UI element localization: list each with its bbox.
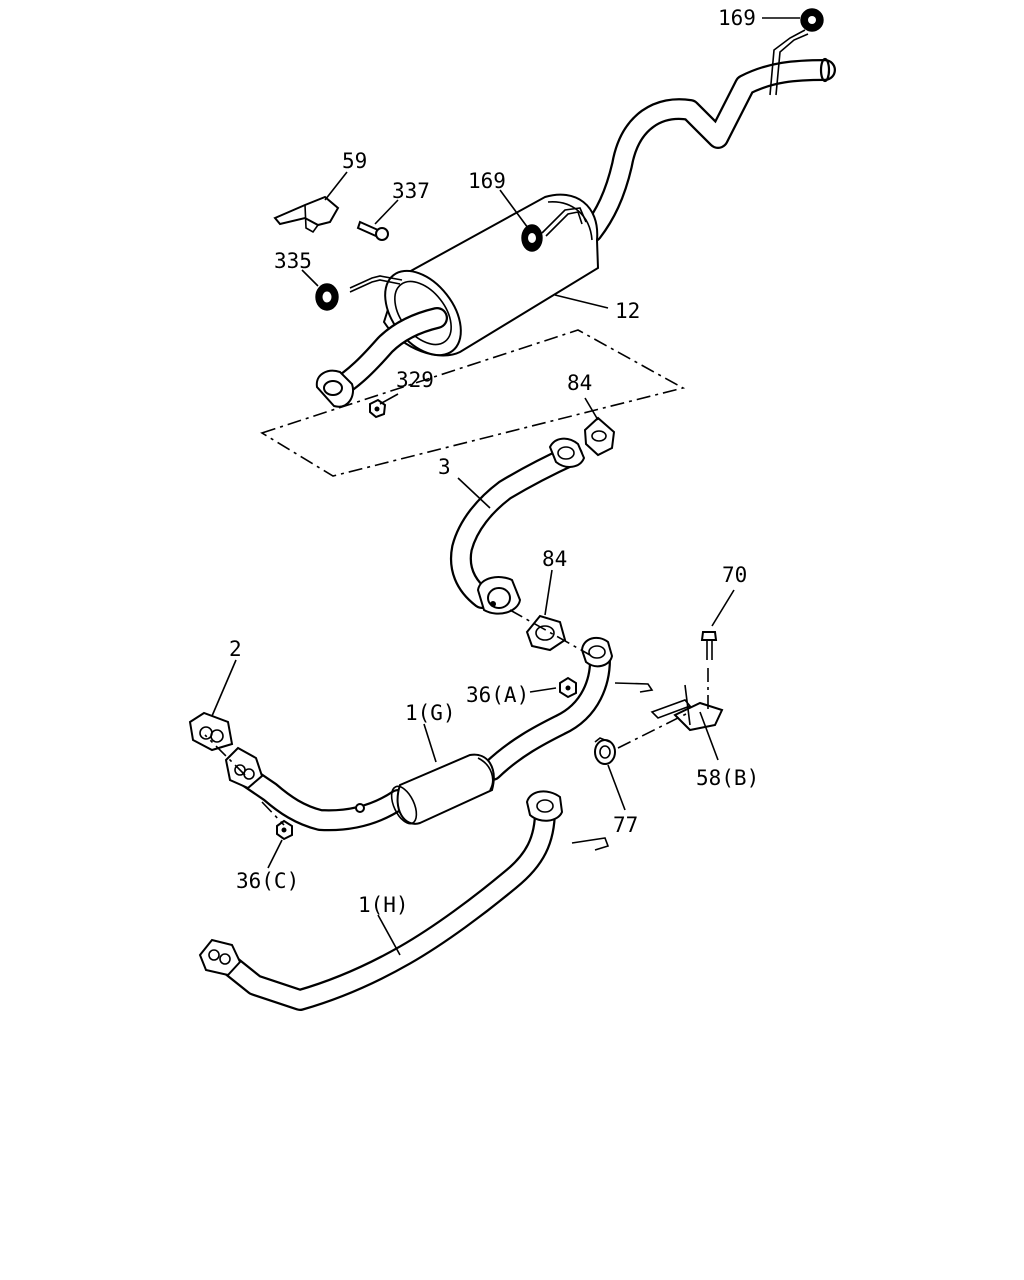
nut-36a — [559, 676, 577, 699]
guide-line-gasket-2 — [204, 734, 246, 776]
leader-lines — [211, 17, 800, 956]
callout-12: 12 — [615, 299, 640, 323]
callout-337: 337 — [392, 179, 430, 203]
front-pipe-1h — [198, 790, 610, 1011]
callout-58b: 58(B) — [696, 766, 759, 790]
tail-pipe — [581, 29, 836, 243]
bolt-70 — [700, 631, 718, 660]
callout-70: 70 — [722, 563, 747, 587]
gasket-2 — [188, 711, 234, 752]
callout-335: 335 — [274, 249, 312, 273]
callout-3: 3 — [438, 455, 451, 479]
callout-77: 77 — [613, 813, 638, 837]
callout-2: 2 — [229, 637, 242, 661]
callout-84-top: 84 — [567, 371, 592, 395]
bolt-337 — [356, 220, 389, 241]
pipe-3 — [450, 437, 586, 615]
nut-329 — [369, 398, 387, 419]
rubber-mount-169-mid — [521, 224, 543, 252]
callout-36a: 36(A) — [466, 683, 529, 707]
front-pipe-1g — [224, 636, 654, 832]
rubber-mount-77 — [594, 737, 616, 765]
guide-line-nut-36c — [261, 801, 285, 826]
callout-59: 59 — [342, 149, 367, 173]
guide-line-mount-77 — [617, 711, 691, 749]
gasket-84-top — [583, 416, 616, 457]
callout-169-mid: 169 — [468, 169, 506, 193]
bracket-59 — [273, 195, 340, 234]
callout-169-top: 169 — [718, 6, 756, 30]
rubber-mount-335 — [315, 283, 339, 311]
callout-1g: 1(G) — [405, 701, 456, 725]
rubber-mount-169-top — [800, 8, 824, 32]
bracket-58b — [650, 684, 724, 732]
callout-1h: 1(H) — [358, 893, 409, 917]
callout-84-mid: 84 — [542, 547, 567, 571]
muffler-12 — [315, 193, 600, 408]
callout-36c: 36(C) — [236, 869, 299, 893]
nut-36c — [276, 819, 293, 841]
muffler-installation-outline — [260, 329, 686, 477]
callout-329: 329 — [396, 368, 434, 392]
gasket-84-mid — [525, 614, 567, 652]
